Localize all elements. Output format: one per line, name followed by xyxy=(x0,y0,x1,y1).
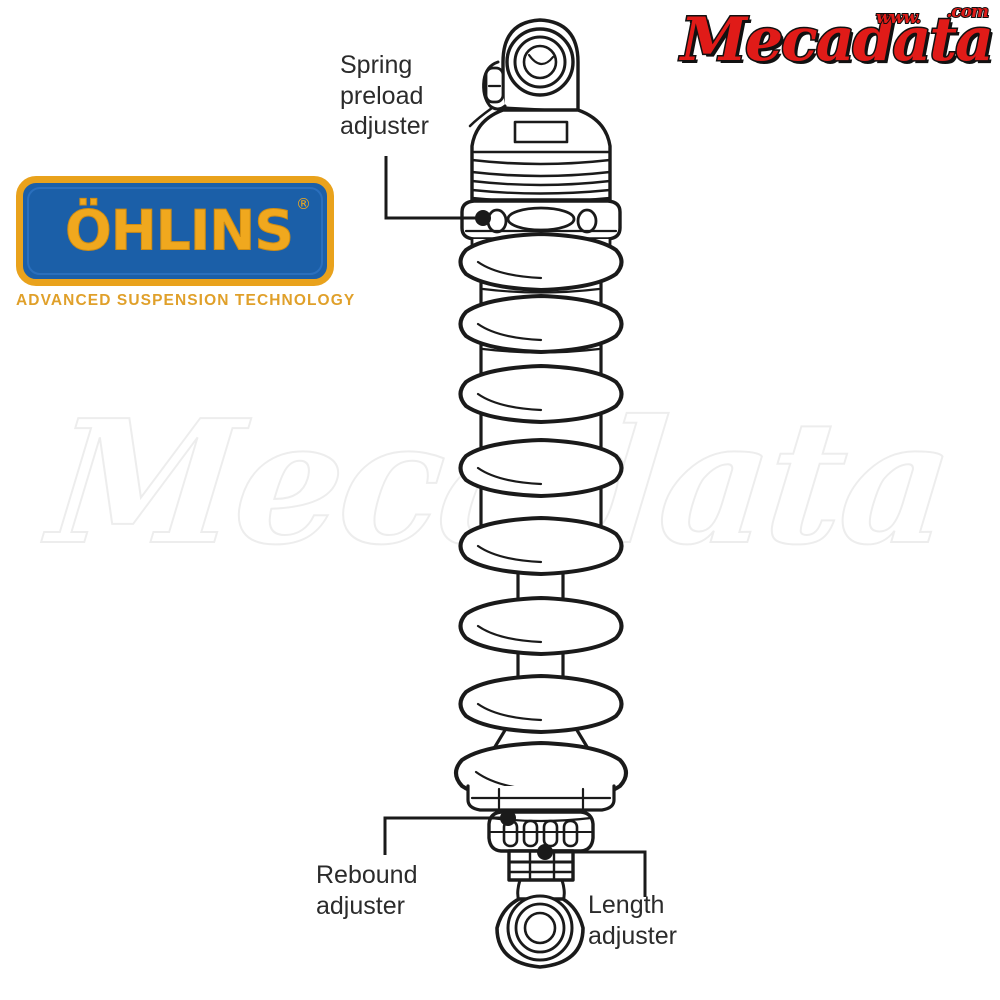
callout-label-length: Length adjuster xyxy=(588,891,677,950)
mecadata-logo-com: .com xyxy=(945,2,990,22)
leader-spring-preload xyxy=(384,156,478,220)
lower-eyelet-mount xyxy=(495,894,585,969)
mecadata-logo: Mecadata www. .com xyxy=(588,2,995,82)
leader-dot-length xyxy=(537,844,553,860)
ohlins-logo-inner-border xyxy=(27,187,323,275)
leader-length xyxy=(549,850,647,897)
leader-rebound xyxy=(383,816,504,855)
leader-dot-rebound xyxy=(500,810,516,826)
ohlins-logo-wordmark: ÖHLINS xyxy=(65,198,295,263)
upper-eyelet-mount xyxy=(501,18,580,114)
mecadata-logo-www: www. xyxy=(875,8,922,28)
leader-dot-spring-preload xyxy=(475,210,491,226)
callout-label-spring-preload: Spring preload adjuster xyxy=(340,51,429,140)
ohlins-logo-plate: ÖHLINS ® xyxy=(16,176,334,286)
ohlins-logo: ÖHLINS ® ADVANCED SUSPENSION TECHNOLOGY xyxy=(16,176,356,314)
ohlins-logo-tagline: ADVANCED SUSPENSION TECHNOLOGY xyxy=(16,292,356,309)
reservoir-fitting xyxy=(468,60,507,128)
mecadata-logo-wordmark: Mecadata xyxy=(679,5,995,75)
lower-spring-seat xyxy=(466,784,616,812)
registered-trademark-icon: ® xyxy=(296,195,311,213)
callout-label-rebound: Rebound adjuster xyxy=(316,861,418,920)
